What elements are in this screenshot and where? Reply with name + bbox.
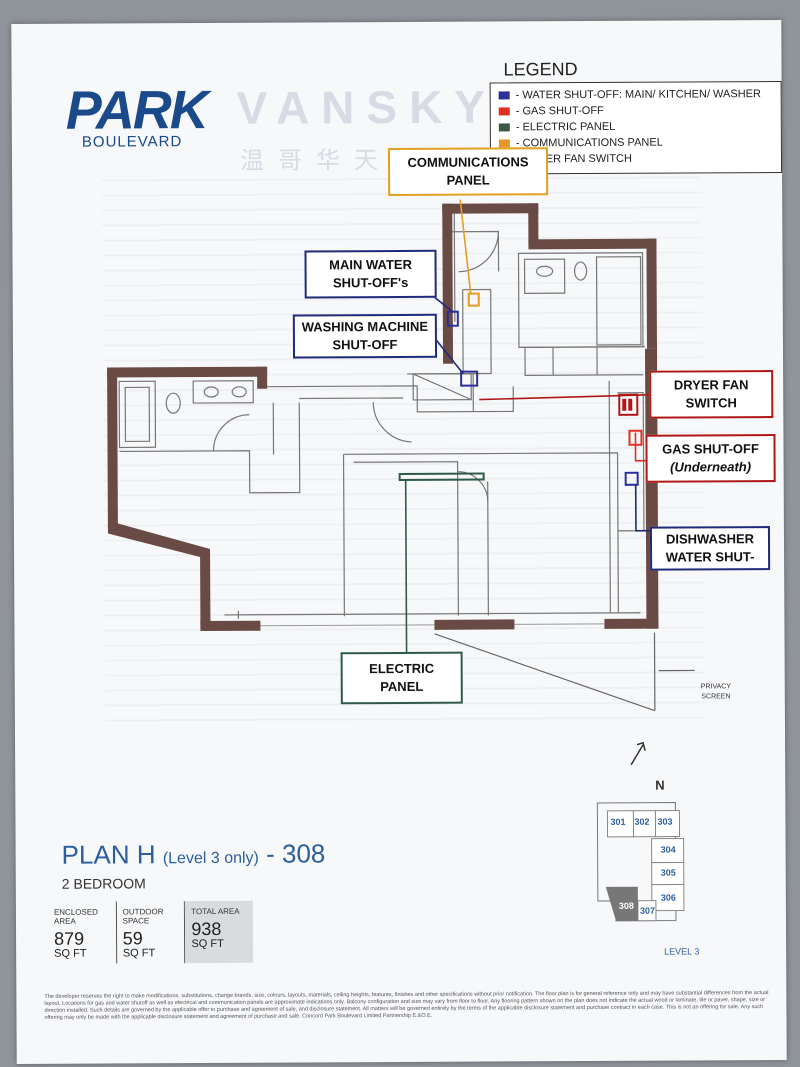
key-unit-306: 306 xyxy=(660,892,676,903)
key-unit-302: 302 xyxy=(634,816,650,827)
key-plan xyxy=(596,802,685,922)
main-water-callout-line1: MAIN WATER xyxy=(329,256,412,273)
electric-callout-line2: PANEL xyxy=(380,678,424,695)
window-lines xyxy=(260,623,605,627)
bedroom-count: 2 BEDROOM xyxy=(61,875,146,892)
privacy-label-line2: SCREEN xyxy=(701,693,731,701)
dryer-fan-callout: DRYER FAN SWITCH xyxy=(649,370,774,419)
gas-callout-line1: GAS SHUT-OFF xyxy=(662,441,759,457)
washing-machine-callout-line1: WASHING MACHINE xyxy=(301,318,429,335)
plan-name: PLAN H xyxy=(61,839,156,870)
key-unit-307: 307 xyxy=(639,905,655,916)
dishwasher-callout: DISHWASHER WATER SHUT- xyxy=(649,526,771,571)
dishwasher-callout-line1: DISHWASHER xyxy=(665,531,755,547)
area-total-value: 938 xyxy=(191,918,222,940)
area-enclosed-label: ENCLOSED AREA xyxy=(53,907,98,926)
key-unit-303: 303 xyxy=(657,816,673,827)
communications-callout-line2: PANEL xyxy=(446,172,490,188)
area-enclosed: ENCLOSED AREA 879 SQ FT xyxy=(47,901,117,964)
plan-unit-number: - 308 xyxy=(265,838,326,869)
dryer-fan-callout-line2: SWITCH xyxy=(685,395,737,411)
dishwasher-callout-line2: WATER SHUT- xyxy=(665,549,755,565)
north-arrow xyxy=(630,741,646,766)
communications-callout-line1: COMMUNICATIONS xyxy=(407,154,529,170)
area-outdoor-unit: SQ FT xyxy=(122,947,156,960)
plan-title: PLAN H (Level 3 only) - 308 xyxy=(62,838,326,870)
leader-lines xyxy=(404,199,654,656)
area-enclosed-unit: SQ FT xyxy=(54,947,87,960)
gas-callout-line2: (Underneath) xyxy=(670,459,752,475)
communications-panel-callout: COMMUNICATIONS PANEL xyxy=(387,147,549,197)
interior-walls xyxy=(118,213,645,619)
key-unit-301: 301 xyxy=(610,816,626,827)
key-unit-308: 308 xyxy=(618,900,634,911)
plan-level-note: (Level 3 only) xyxy=(162,849,259,868)
washing-machine-callout: WASHING MACHINE SHUT-OFF xyxy=(292,313,438,359)
area-table: ENCLOSED AREA 879 SQ FT OUTDOOR SPACE 59… xyxy=(47,900,254,964)
floor-plan-sheet: PARK BOULEVARD VANSKY 温哥华天空 LEGEND - WAT… xyxy=(11,19,787,1065)
disclaimer-footer: The developer reserves the right to make… xyxy=(44,990,769,1021)
key-unit-305: 305 xyxy=(660,867,676,878)
area-outdoor: OUTDOOR SPACE 59 SQ FT xyxy=(116,901,186,964)
area-outdoor-label: OUTDOOR SPACE xyxy=(122,907,164,926)
north-label: N xyxy=(655,777,665,793)
area-enclosed-value: 879 xyxy=(54,928,85,949)
area-outdoor-value: 59 xyxy=(122,928,143,949)
key-plan-level: LEVEL 3 xyxy=(664,946,700,957)
washing-machine-callout-line2: SHUT-OFF xyxy=(332,337,398,353)
privacy-label-line1: PRIVACY xyxy=(700,683,731,691)
privacy-screen-label: PRIVACY SCREEN xyxy=(701,682,731,702)
main-water-callout: MAIN WATER SHUT-OFF's xyxy=(304,249,437,299)
balcony-privacy-line xyxy=(434,632,695,712)
gas-shutoff-callout: GAS SHUT-OFF (Underneath) xyxy=(645,434,776,483)
area-total-label: TOTAL AREA xyxy=(191,906,240,917)
electric-callout-line1: ELECTRIC xyxy=(369,660,435,677)
key-unit-304: 304 xyxy=(660,844,676,855)
electric-panel-callout: ELECTRIC PANEL xyxy=(340,651,463,705)
dryer-fan-callout-line1: DRYER FAN xyxy=(673,377,749,393)
area-total-unit: SQ FT xyxy=(191,937,224,951)
main-water-callout-line2: SHUT-OFF's xyxy=(332,274,409,291)
area-total: TOTAL AREA 938 SQ FT xyxy=(185,900,254,964)
